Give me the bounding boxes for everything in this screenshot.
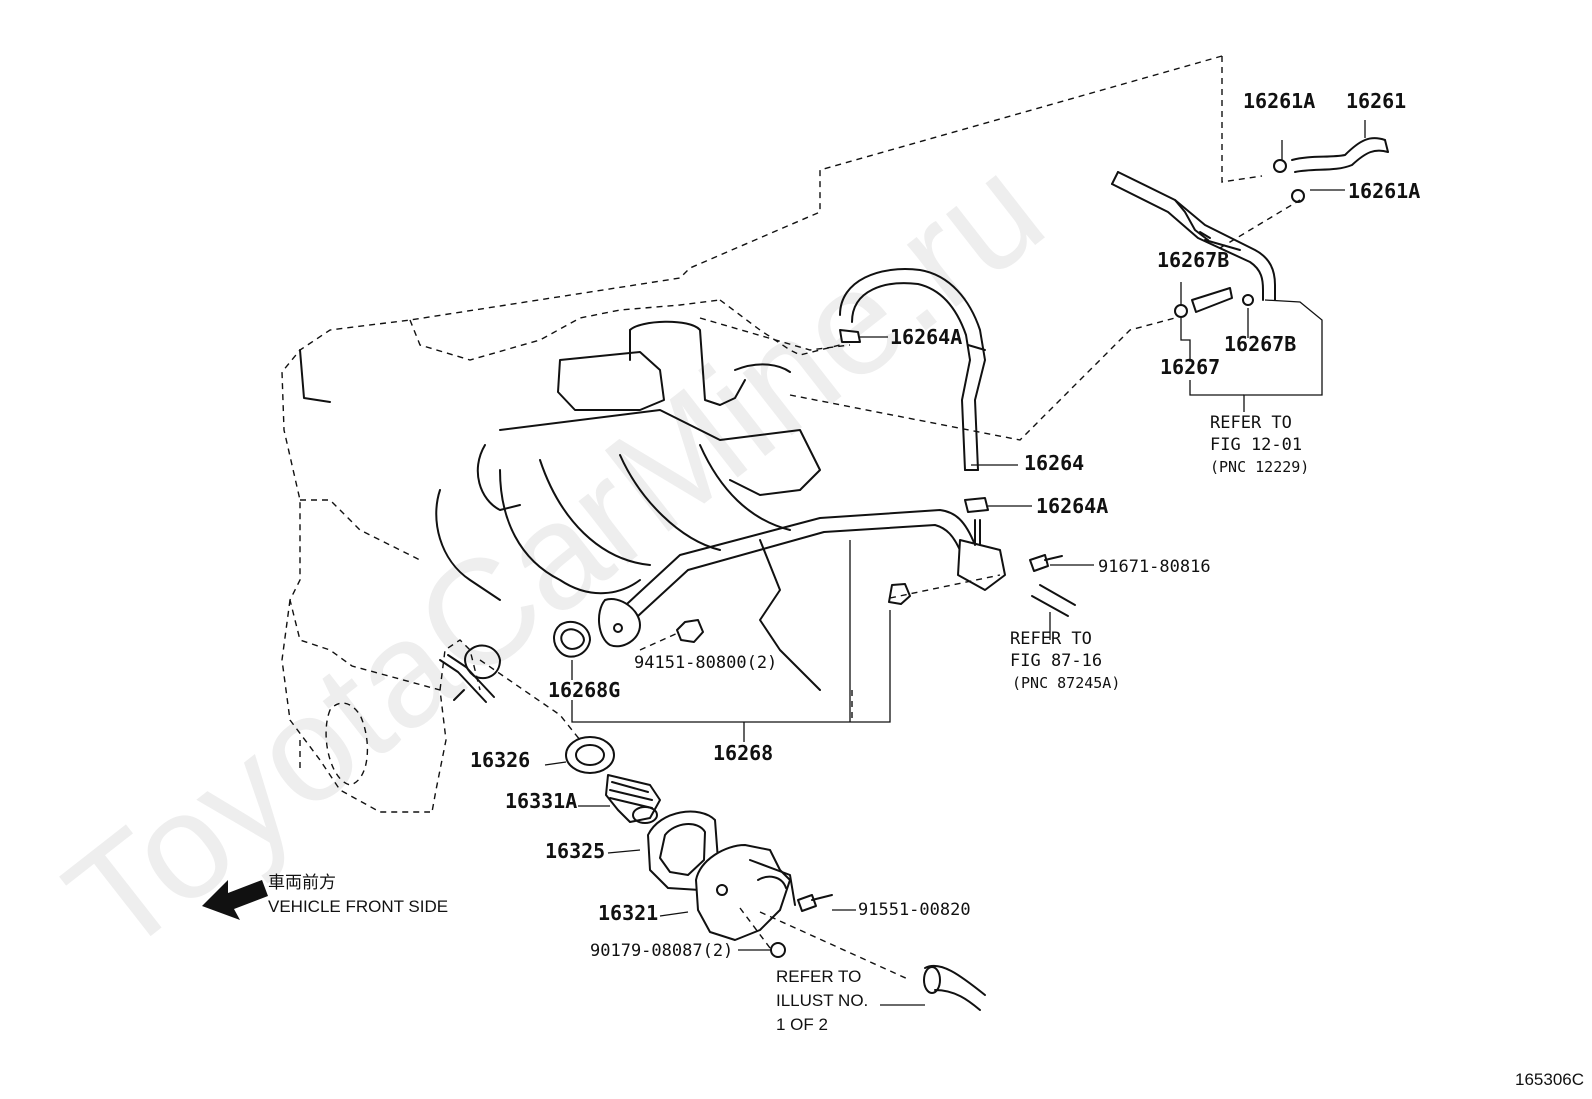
label-16261A-top: 16261A [1243,89,1315,113]
intake-manifold [299,320,821,691]
ref-illust-1-of-2: REFER TO ILLUST NO. 1 OF 2 [776,967,868,1034]
label-16267: 16267 [1160,355,1220,379]
direction-en: VEHICLE FRONT SIDE [268,897,448,916]
label-16268G: 16268G [548,678,620,702]
bypass-hose [839,268,989,513]
label-16261A-right: 16261A [1348,179,1420,203]
ref-fig-87-16: REFER TO FIG 87-16 (PNC 87245A) [1010,629,1120,692]
water-bypass-pipe [553,509,1076,658]
diagram-code: 165306C [1515,1070,1584,1089]
ref-fig87-line1: REFER TO [1010,629,1092,649]
vehicle-front-arrow-icon [202,880,268,920]
label-16331A: 16331A [505,789,577,813]
label-16326: 16326 [470,748,530,772]
ref-fig-12-01: REFER TO FIG 12-01 (PNC 12229) [1210,413,1309,476]
label-16264A-mid: 16264A [1036,494,1108,518]
label-16264: 16264 [1024,451,1084,475]
label-16261: 16261 [1346,89,1406,113]
label-16325: 16325 [545,839,605,863]
part-labels: 16261A 16261 16261A 16267B 16264A 16267B… [470,89,1420,961]
ref-illust-line3: 1 OF 2 [776,1015,828,1034]
label-16267B-mid: 16267B [1224,332,1296,356]
ref-fig87-line2: FIG 87-16 [1010,651,1102,671]
heater-pipe-assembly [1111,137,1389,318]
label-16268: 16268 [713,741,773,765]
ref-illust-line2: ILLUST NO. [776,991,868,1010]
label-91671-80816: 91671-80816 [1098,557,1211,577]
label-91551-00820: 91551-00820 [858,900,971,920]
ref-fig12-line1: REFER TO [1210,413,1292,433]
label-16267B-top: 16267B [1157,248,1229,272]
ref-fig12-line3: (PNC 12229) [1210,458,1309,476]
assembly-lines [479,199,1301,981]
label-16321: 16321 [598,901,658,925]
label-94151-80800: 94151-80800(2) [634,653,777,673]
engine-block [281,55,1263,813]
label-16264A-top: 16264A [890,325,962,349]
ref-illust-line1: REFER TO [776,967,861,986]
direction-jp: 車両前方 [268,873,336,892]
ref-fig87-line3: (PNC 87245A) [1012,674,1120,692]
ref-fig12-line2: FIG 12-01 [1210,435,1302,455]
leader-lines [544,120,1366,1006]
label-90179-08087: 90179-08087(2) [590,941,733,961]
thermostat-group [439,644,986,1011]
